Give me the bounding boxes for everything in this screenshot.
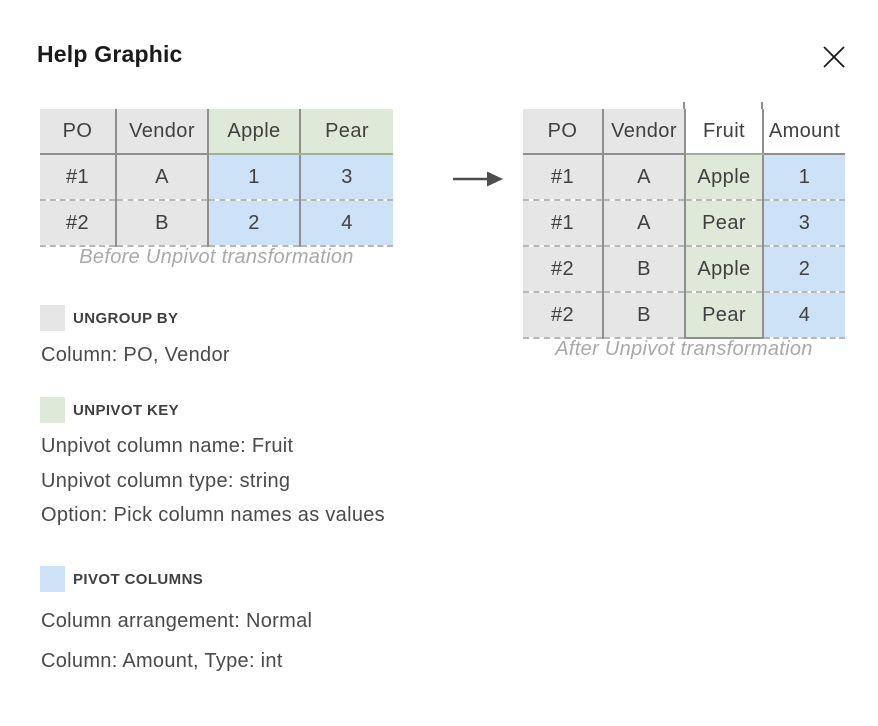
legend-line: Column arrangement: Normal — [41, 610, 313, 632]
table-row: #2 B Apple 2 — [523, 246, 845, 293]
pivot-columns-swatch-icon — [40, 566, 65, 592]
table-row: #2 B 2 4 — [40, 200, 393, 247]
legend-line: Column: PO, Vendor — [41, 344, 230, 366]
column-divider-tick — [761, 102, 763, 110]
table-header-row: PO Vendor Fruit Amount — [523, 109, 845, 155]
after-table-caption: After Unpivot transformation — [555, 338, 813, 360]
header-cell: Vendor — [116, 109, 209, 155]
table-cell: 3 — [300, 154, 393, 201]
table-cell: #1 — [523, 200, 604, 247]
table-row: #1 A 1 3 — [40, 154, 393, 201]
legend-heading: UNPIVOT KEY — [73, 401, 180, 419]
unpivot-key-swatch-icon — [40, 397, 65, 423]
table-cell: A — [603, 154, 686, 201]
column-divider-tick — [683, 102, 685, 110]
table-cell: 2 — [208, 200, 301, 247]
legend-line: Option: Pick column names as values — [41, 504, 385, 526]
legend-heading: PIVOT COLUMNS — [73, 570, 204, 588]
header-cell: PO — [40, 109, 117, 155]
table-cell: Pear — [685, 292, 764, 339]
table-cell: 4 — [763, 292, 845, 339]
table-cell: A — [116, 154, 209, 201]
legend-line: Unpivot column name: Fruit — [41, 435, 294, 457]
table-cell: 3 — [763, 200, 845, 247]
table-cell: Apple — [685, 154, 764, 201]
before-table: PO Vendor Apple Pear #1 A 1 3 #2 B 2 4 — [40, 109, 393, 247]
before-table-caption: Before Unpivot transformation — [79, 246, 354, 268]
close-icon — [823, 46, 845, 68]
transform-arrow-icon — [453, 171, 503, 187]
close-button[interactable] — [813, 36, 855, 78]
table-cell: 4 — [300, 200, 393, 247]
table-row: #2 B Pear 4 — [523, 292, 845, 339]
header-cell: Pear — [300, 109, 393, 155]
dialog-title: Help Graphic — [37, 41, 183, 67]
ungroup-by-swatch-icon — [40, 305, 65, 331]
legend-section-ungroup-by: UNGROUP BY — [40, 305, 178, 331]
header-cell: PO — [523, 109, 604, 155]
header-cell: Apple — [208, 109, 301, 155]
table-cell: B — [603, 246, 686, 293]
legend-line: Column: Amount, Type: int — [41, 650, 283, 672]
table-cell: #2 — [523, 292, 604, 339]
legend-line: Unpivot column type: string — [41, 470, 291, 492]
header-cell: Amount — [763, 109, 845, 155]
table-cell: B — [603, 292, 686, 339]
table-cell: #1 — [523, 154, 604, 201]
table-cell: #2 — [523, 246, 604, 293]
table-row: #1 A Pear 3 — [523, 200, 845, 247]
table-cell: #1 — [40, 154, 117, 201]
legend-heading: UNGROUP BY — [73, 309, 179, 327]
table-cell: 2 — [763, 246, 845, 293]
legend-section-pivot-columns: PIVOT COLUMNS — [40, 566, 203, 592]
table-row: #1 A Apple 1 — [523, 154, 845, 201]
legend-section-unpivot-key: UNPIVOT KEY — [40, 397, 179, 423]
table-header-row: PO Vendor Apple Pear — [40, 109, 393, 155]
table-cell: #2 — [40, 200, 117, 247]
table-cell: B — [116, 200, 209, 247]
header-cell: Vendor — [603, 109, 686, 155]
table-cell: 1 — [208, 154, 301, 201]
table-cell: Pear — [685, 200, 764, 247]
table-cell: A — [603, 200, 686, 247]
table-cell: 1 — [763, 154, 845, 201]
header-cell: Fruit — [685, 109, 764, 155]
after-table: PO Vendor Fruit Amount #1 A Apple 1 #1 A… — [523, 109, 845, 339]
table-cell: Apple — [685, 246, 764, 293]
